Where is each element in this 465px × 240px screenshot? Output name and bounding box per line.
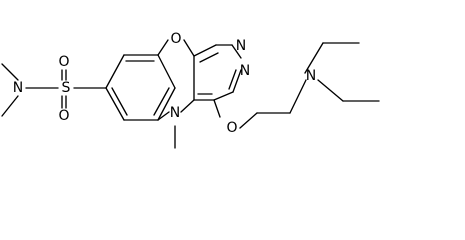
bond-ring-to-n-right bbox=[180, 99, 195, 113]
atom-n-pyridazine-1: N bbox=[236, 38, 246, 54]
bond-benzene-bottom-left bbox=[105, 87, 125, 121]
atom-o-sulfonyl-top: O bbox=[58, 54, 69, 70]
bond-benzene-bottom-right-inner bbox=[153, 87, 170, 116]
bond-benzene-bottom-left-inner bbox=[111, 87, 128, 116]
bond-pyridazine-n-n bbox=[232, 69, 242, 93]
bond-pyridazine-right-lower bbox=[213, 91, 234, 101]
bond-benzene-top-right bbox=[157, 54, 176, 89]
bond-benzene-bottom-right bbox=[157, 87, 176, 121]
bond-ring-to-o-left bbox=[157, 39, 169, 56]
bond-ring-to-o-right bbox=[183, 39, 195, 57]
bond-pyridazine-n-n-inner bbox=[228, 69, 237, 90]
bond-ring-to-n-left bbox=[157, 111, 170, 121]
atom-labels: O N N O N N S O O N bbox=[13, 31, 316, 136]
bond-n-to-methyl-lower bbox=[1, 95, 19, 117]
atom-o-ring: O bbox=[170, 31, 181, 47]
bond-n-to-methyl-upper bbox=[1, 63, 19, 81]
bond-benzene-top-left bbox=[105, 54, 125, 89]
atom-n-amine: N bbox=[306, 68, 316, 84]
bond-pyridazine-upper-left-inner bbox=[199, 52, 219, 63]
atom-n-ring: N bbox=[170, 105, 180, 121]
bond-pyridazine-upper-left bbox=[193, 44, 217, 57]
atom-o-sulfonyl-bottom: O bbox=[58, 108, 69, 124]
bond-pyridazine-top-to-n bbox=[231, 44, 242, 59]
atom-o-ether: O bbox=[226, 120, 237, 136]
bond-n-to-ethyl-left bbox=[304, 42, 324, 74]
bond-c-to-o-ether bbox=[213, 99, 221, 118]
atom-n-sulfonamide: N bbox=[13, 80, 23, 96]
atom-n-pyridazine-2: N bbox=[240, 63, 250, 79]
bond-ch2-to-n-amine bbox=[289, 79, 307, 114]
bond-o-ether-to-ch2 bbox=[239, 112, 258, 129]
bond-n-to-ethyl-right bbox=[317, 79, 344, 102]
bond-lines bbox=[1, 39, 380, 149]
atom-s-sulfonyl: S bbox=[62, 80, 71, 96]
chemical-structure-diagram: O N N O N N S O O N bbox=[1, 31, 380, 149]
